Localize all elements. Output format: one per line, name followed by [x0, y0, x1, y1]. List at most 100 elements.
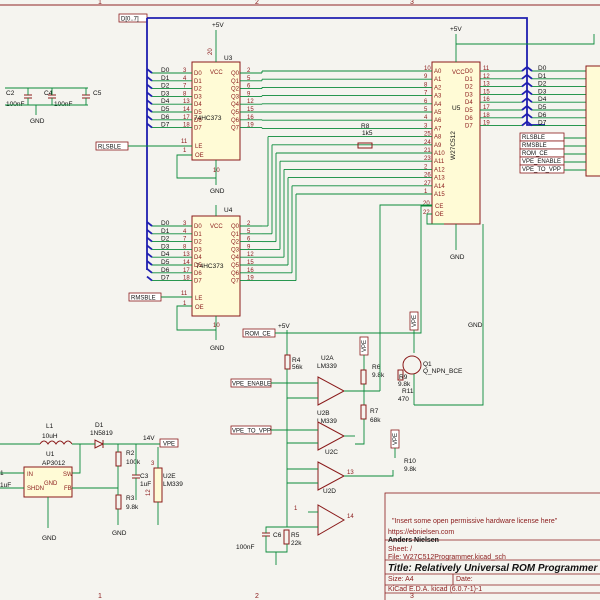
r5-c6: R5 22k C6 100nF	[236, 526, 302, 565]
pin-number: 15	[483, 89, 490, 95]
svg-text:C5: C5	[93, 90, 102, 97]
svg-text:9.8k: 9.8k	[372, 372, 385, 379]
svg-text:1: 1	[183, 148, 187, 154]
pin-name: A8	[434, 135, 442, 141]
pin-name: Q7	[231, 279, 240, 285]
pin-number: 13	[183, 99, 190, 105]
svg-text:GND: GND	[210, 188, 225, 195]
svg-text:https://ebnielsen.com: https://ebnielsen.com	[388, 529, 454, 536]
svg-text:GND: GND	[44, 481, 58, 487]
pin-number: 16	[483, 97, 490, 103]
svg-text:1: 1	[294, 506, 298, 512]
col-label: 1	[98, 593, 102, 600]
pin-name: Q1	[231, 232, 240, 238]
pin-number: 18	[483, 113, 490, 119]
col-label: 3	[410, 593, 414, 600]
svg-text:VPE_TO_VPP: VPE_TO_VPP	[232, 429, 271, 435]
pin-number: 14	[183, 260, 190, 266]
svg-text:LM339: LM339	[163, 481, 183, 488]
svg-text:R5: R5	[291, 532, 300, 539]
svg-text:L1: L1	[46, 423, 54, 430]
svg-text:File: W27C512Programmer.kicad_: File: W27C512Programmer.kicad_sch	[388, 554, 506, 561]
svg-text:RLSBLE: RLSBLE	[98, 145, 121, 151]
pin-name: Q3	[231, 247, 240, 253]
pin-number: 8	[183, 91, 187, 97]
svg-text:68k: 68k	[370, 417, 381, 424]
bus-entry	[521, 97, 528, 103]
svg-text:U2B: U2B	[317, 410, 330, 417]
signal-label: RMSBLE	[522, 143, 547, 149]
pin-number: 7	[424, 91, 428, 97]
pin-number: 19	[483, 121, 490, 127]
rmsble-label: RMSBLE	[128, 292, 216, 331]
svg-text:Title: Relatively Universal RO: Title: Relatively Universal ROM Programm…	[388, 563, 598, 574]
col-label: 2	[255, 593, 259, 600]
bus-entry	[526, 113, 533, 119]
svg-text:R9: R9	[399, 374, 408, 381]
svg-text:C2: C2	[6, 90, 15, 97]
data-label: D2	[161, 236, 170, 243]
pin-number: 8	[183, 244, 187, 250]
pin-name: D6	[465, 116, 473, 122]
pin-number: 5	[424, 107, 428, 113]
bus-entry	[521, 66, 528, 72]
pin-name: A14	[434, 184, 445, 190]
bus-entry	[146, 268, 153, 274]
pin-number: 2	[424, 164, 428, 170]
pin-name: A12	[434, 167, 445, 173]
data-label: D5	[538, 104, 547, 111]
bus-entry	[146, 252, 153, 258]
svg-text:OE: OE	[435, 212, 444, 218]
pin-name: A13	[434, 176, 445, 182]
pin-name: D2	[194, 240, 202, 246]
bus-entry	[521, 81, 528, 88]
svg-text:C6: C6	[273, 532, 282, 539]
svg-text:GND: GND	[42, 535, 57, 542]
data-label: D0	[161, 220, 170, 227]
column-markers: 1 2 3 1 2 3	[98, 0, 414, 600]
pin-number: 3	[183, 68, 187, 74]
pin-name: D1	[194, 232, 202, 238]
svg-text:LE: LE	[195, 144, 202, 150]
pin-number: 16	[247, 268, 254, 274]
decoupling-caps: C2 100nF C4 100nF C5 GND	[5, 87, 102, 125]
svg-text:GND: GND	[112, 530, 127, 537]
svg-text:22: 22	[423, 210, 430, 216]
pin-name: Q4	[231, 255, 240, 261]
bus-entry	[526, 89, 533, 96]
pin-number: 18	[183, 276, 190, 282]
svg-text:GND: GND	[30, 118, 45, 125]
svg-text:Q_NPN_BCE: Q_NPN_BCE	[423, 368, 463, 375]
pin-number: 17	[183, 268, 190, 274]
svg-text:C4: C4	[44, 90, 53, 97]
data-label: D1	[538, 73, 547, 80]
pin-name: D3	[194, 247, 202, 253]
pin-name: A7	[434, 126, 442, 132]
bus-entry	[146, 229, 153, 235]
svg-text:1N5819: 1N5819	[90, 430, 113, 437]
data-label: D0	[161, 67, 170, 74]
r8-resistor: R8 1k5	[357, 123, 373, 149]
svg-text:C3: C3	[140, 473, 149, 480]
svg-text:Date:: Date:	[456, 576, 473, 583]
svg-text:3: 3	[151, 461, 155, 467]
svg-text:1uF: 1uF	[140, 481, 151, 488]
bus-entry	[521, 113, 528, 119]
data-label: D7	[161, 275, 170, 282]
pin-name: Q1	[231, 79, 240, 85]
svg-text:9.8k: 9.8k	[126, 504, 139, 511]
svg-text:1uF: 1uF	[0, 482, 11, 489]
pin-name: A3	[434, 94, 442, 100]
bus-entry	[146, 275, 153, 282]
svg-text:74HC373: 74HC373	[196, 263, 224, 270]
svg-text:U2C: U2C	[325, 449, 338, 456]
pin-number: 25	[424, 132, 431, 138]
bus-entry	[146, 221, 153, 227]
svg-text:LM339: LM339	[317, 418, 337, 425]
svg-text:10uH: 10uH	[42, 433, 58, 440]
pin-number: 6	[247, 84, 251, 90]
svg-text:100nF: 100nF	[54, 101, 72, 108]
svg-text:LM339: LM339	[317, 363, 337, 370]
bus-entry	[526, 81, 533, 88]
